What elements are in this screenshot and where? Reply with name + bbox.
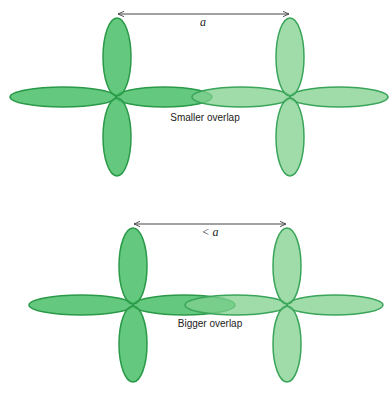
distance-label: < a: [201, 226, 218, 239]
distance-label: a: [200, 16, 206, 29]
left-orbital-top: [10, 18, 212, 176]
right-orbital-top: [192, 18, 388, 176]
distance-arrow: [134, 224, 286, 225]
overlap-note: Smaller overlap: [170, 112, 239, 123]
right-orbital-bottom: [185, 228, 383, 382]
distance-arrow: [118, 14, 289, 15]
overlap-note: Bigger overlap: [178, 318, 242, 329]
